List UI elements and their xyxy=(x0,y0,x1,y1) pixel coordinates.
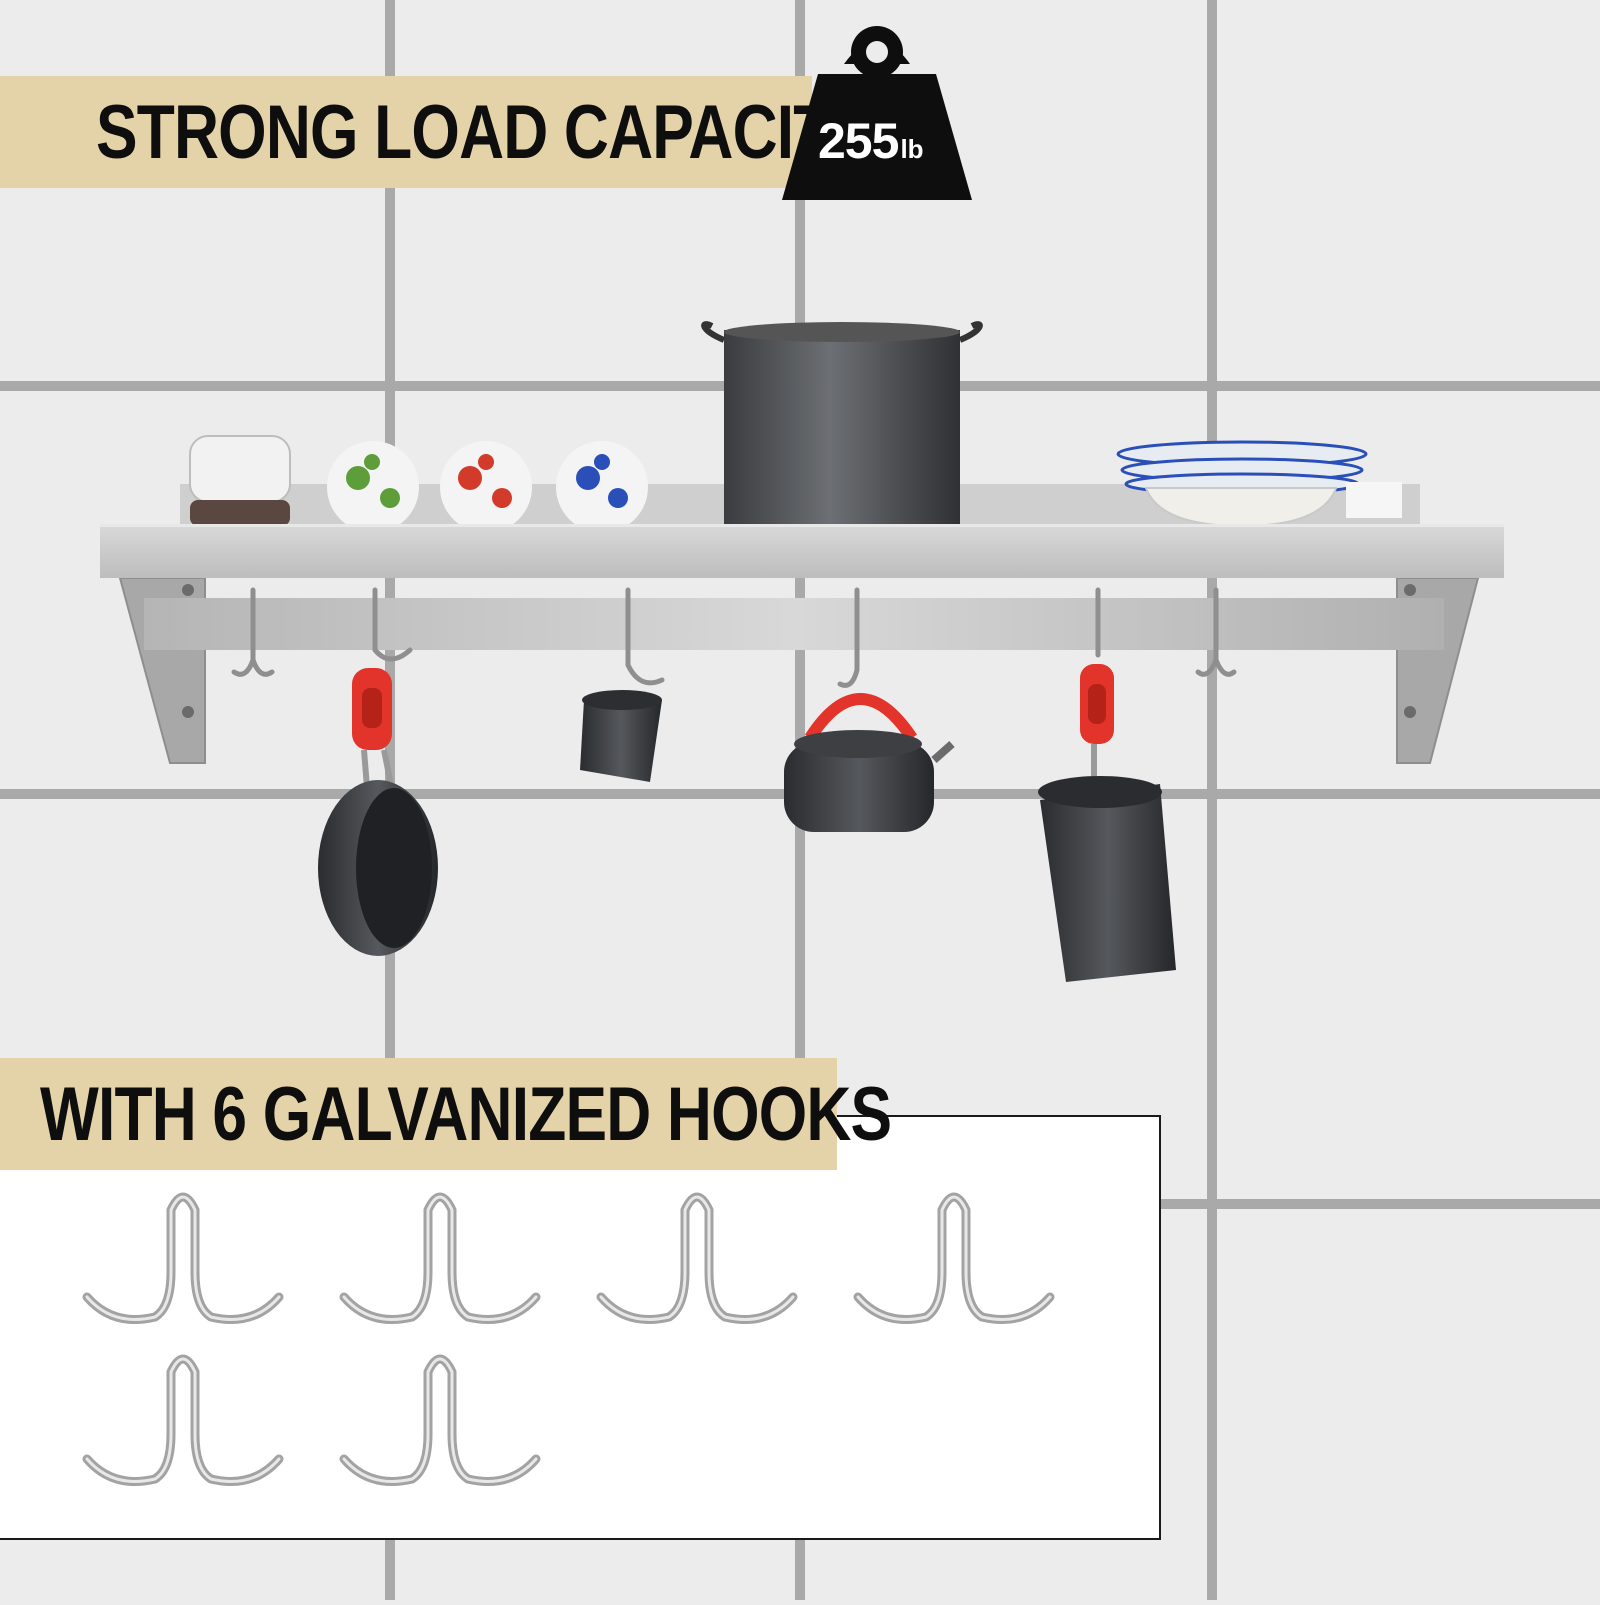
rail-hook-1 xyxy=(231,587,275,677)
rail-hook-4 xyxy=(837,587,860,688)
weight-unit: lb xyxy=(900,134,924,164)
rail-hook-6 xyxy=(1195,587,1237,677)
galvanized-hooks-banner: WITH 6 GALVANIZED HOOKS xyxy=(0,1058,892,1170)
rail-hook-2 xyxy=(372,587,413,662)
weight-icon xyxy=(782,26,972,200)
weight-value: 255 xyxy=(818,113,899,169)
hanging-cup xyxy=(580,690,662,782)
hooks-panel xyxy=(0,1115,1161,1540)
rail-hook-3 xyxy=(625,587,665,686)
hook-4 xyxy=(858,1197,1050,1320)
weight-badge: 255lb xyxy=(782,18,972,202)
hook-1 xyxy=(87,1197,279,1320)
load-capacity-headline: STRONG LOAD CAPACITY xyxy=(96,89,872,175)
weight-label: 255lb xyxy=(818,112,968,170)
hanging-pan-right xyxy=(1038,664,1176,982)
hanging-kettle xyxy=(784,693,955,832)
hook-5 xyxy=(87,1359,279,1482)
hook-6 xyxy=(344,1359,536,1482)
stock-pot xyxy=(701,321,983,526)
sugar-jar-white xyxy=(189,435,291,526)
hook-rail xyxy=(144,598,1444,650)
plate-stack xyxy=(1116,440,1368,528)
spice-jar-red xyxy=(440,441,532,533)
hooks-illustration xyxy=(0,1117,1159,1538)
spice-jar-green xyxy=(327,441,419,533)
galvanized-hooks-headline: WITH 6 GALVANIZED HOOKS xyxy=(40,1071,892,1157)
hook-3 xyxy=(601,1197,793,1320)
spice-jar-blue xyxy=(556,441,648,533)
shelf-top xyxy=(100,524,1504,578)
hook-2 xyxy=(344,1197,536,1320)
load-capacity-banner: STRONG LOAD CAPACITY xyxy=(0,76,872,188)
hanging-pan-left xyxy=(318,668,438,956)
